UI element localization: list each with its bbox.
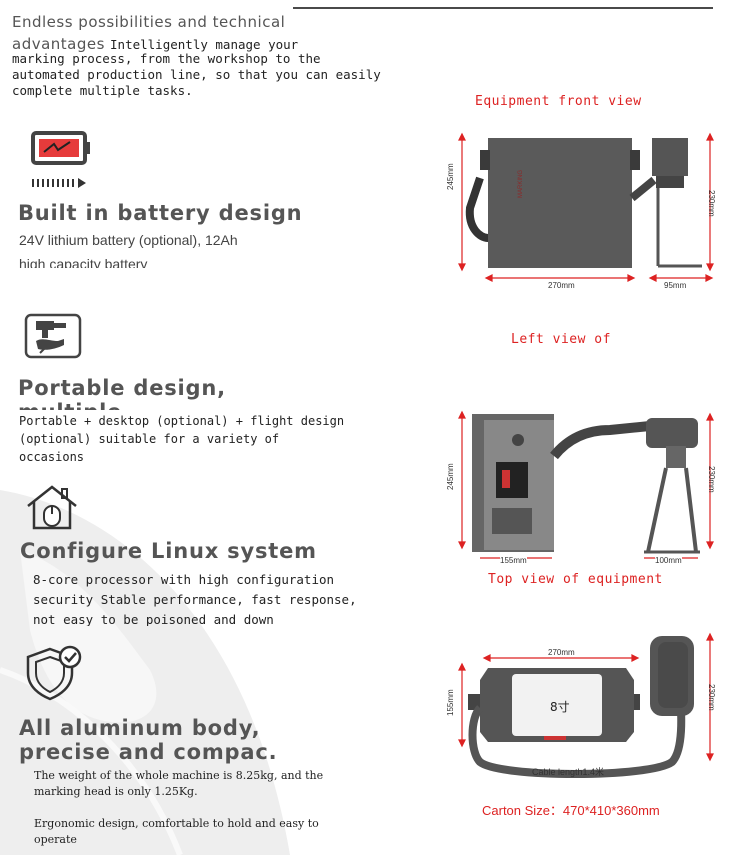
front-head-width-dim: 95mm — [664, 281, 687, 290]
aluminum-body-line3: Ergonomic design, comfortable to hold an… — [34, 817, 319, 830]
linux-body: 8-core processor with high configuration… — [33, 570, 383, 626]
shield-check-icon — [26, 645, 82, 701]
globe-background — [0, 490, 290, 855]
top-width-dim: 270mm — [548, 648, 575, 657]
battery-body: 24V lithium battery (optional), 12Ah hig… — [19, 228, 319, 268]
intro-body-line3: automated production line, so that you c… — [12, 67, 381, 82]
intro-body-line1: Intelligently manage your — [110, 37, 299, 52]
battery-body-line1: 24V lithium battery (optional), 12Ah — [19, 232, 238, 248]
linux-body-line2: security Stable performance, fast respon… — [33, 592, 357, 607]
intro-title-line1: Endless possibilities and technical — [12, 13, 286, 31]
aluminum-title-line2: precise and compac. — [19, 740, 278, 764]
portable-title: Portable design, multiple uses — [18, 376, 338, 410]
top-head-height-dim: 230mm — [707, 684, 716, 711]
front-width-dim: 270mm — [548, 281, 575, 290]
battery-body-line2: high capacity battery — [19, 256, 148, 268]
portable-body: Portable + desktop (optional) + flight d… — [19, 412, 359, 466]
home-mouse-icon — [27, 485, 77, 530]
top-height-dim: 155mm — [446, 689, 455, 716]
intro-body-line2: marking process, from the workshop to th… — [12, 51, 321, 66]
left-head-height-dim: 230mm — [707, 466, 716, 493]
screen-size-label: 8寸 — [550, 700, 570, 714]
linux-body-line1: 8-core processor with high configuration — [33, 572, 335, 587]
battery-title: Built in battery design — [18, 201, 303, 225]
carton-size-label: Carton Size：470*410*360mm — [482, 803, 660, 818]
left-width-dim: 155mm — [500, 556, 527, 565]
intro-title-line2: advantages — [12, 35, 105, 53]
left-head-width-dim: 100mm — [655, 556, 682, 565]
intro-body-line4: complete multiple tasks. — [12, 83, 193, 98]
battery-icon — [31, 131, 90, 188]
aluminum-title: All aluminum body, precise and compac. — [19, 716, 277, 764]
front-view-drawing: MARKING — [458, 132, 714, 282]
aluminum-body-line1: The weight of the whole machine is 8.25k… — [34, 769, 324, 782]
svg-text:MARKING: MARKING — [518, 170, 524, 198]
top-view-label: Top view of equipment — [488, 572, 663, 587]
left-view-drawing — [458, 410, 714, 559]
front-height-dim: 245mm — [446, 163, 455, 190]
intro-body: marking process, from the workshop to th… — [12, 51, 412, 99]
left-height-dim: 245mm — [446, 463, 455, 490]
front-view-label: Equipment front view — [475, 94, 642, 109]
hand-marker-icon — [24, 313, 82, 359]
portable-body-line2: (optional) suitable for a variety of — [19, 432, 280, 446]
portable-body-line3: occasions — [19, 450, 85, 464]
linux-title: Configure Linux system — [20, 539, 317, 563]
aluminum-body: The weight of the whole machine is 8.25k… — [34, 768, 364, 848]
intro-block: advantages Intelligently manage your — [12, 34, 412, 53]
top-view-drawing — [458, 632, 714, 778]
left-view-label: Left view of — [511, 332, 611, 347]
intro-title: Endless possibilities and technical — [12, 14, 312, 30]
top-divider — [293, 7, 713, 9]
cable-length-label: Cable length1.4米 — [532, 767, 605, 777]
portable-body-line1: Portable + desktop (optional) + flight d… — [19, 414, 345, 428]
linux-body-line3: not easy to be poisoned and down — [33, 612, 274, 626]
aluminum-body-line2: marking head is only 1.25Kg. — [34, 785, 198, 798]
aluminum-body-line4: operate — [34, 833, 77, 846]
portable-title-line1: Portable design, multiple — [18, 376, 226, 410]
aluminum-title-line1: All aluminum body, — [19, 716, 261, 740]
front-head-height-dim: 230mm — [707, 190, 716, 217]
